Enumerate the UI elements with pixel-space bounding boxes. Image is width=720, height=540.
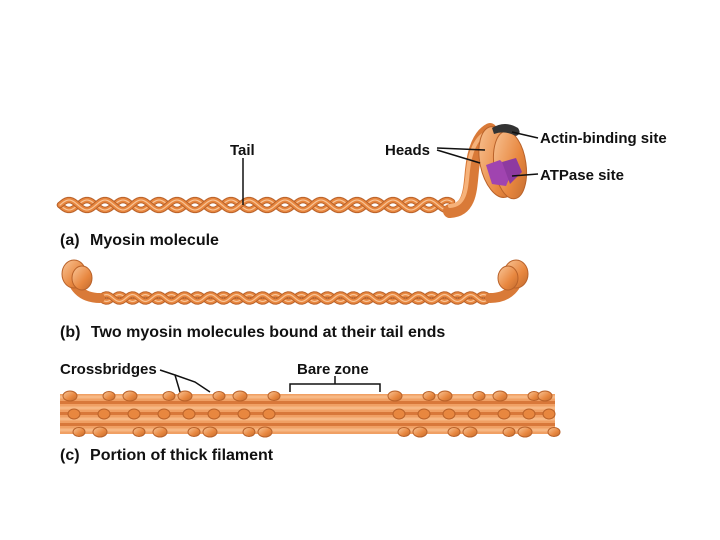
crossbridge-head bbox=[202, 426, 218, 438]
thick-filament bbox=[60, 390, 561, 438]
crossbridge-head bbox=[417, 408, 431, 420]
crossbridges-leader-2 bbox=[174, 374, 211, 393]
crossbridge-head bbox=[472, 391, 486, 401]
tail-pair bbox=[96, 291, 494, 305]
crossbridge-head bbox=[517, 426, 533, 438]
panel-b: (b) Two myosin molecules bound at their … bbox=[60, 259, 529, 341]
crossbridge-head bbox=[102, 391, 116, 401]
crossbridge-head bbox=[392, 408, 406, 420]
crossbridge-head bbox=[212, 391, 226, 401]
crossbridge-head bbox=[237, 408, 251, 420]
caption-a: (a) Myosin molecule bbox=[60, 232, 219, 249]
crossbridge-head bbox=[132, 427, 146, 437]
crossbridge-head bbox=[182, 408, 196, 420]
bare-zone-bracket bbox=[289, 376, 381, 392]
tail-b-strand-highlight bbox=[99, 293, 491, 303]
panel-a: Tail Heads Actin-binding site ATPase sit… bbox=[56, 123, 667, 249]
crossbridge-head bbox=[62, 390, 78, 402]
crossbridge-head bbox=[157, 408, 171, 420]
label-actin-binding-site: Actin-binding site bbox=[540, 130, 667, 147]
caption-b-text: Two myosin molecules bound at their tail… bbox=[91, 324, 446, 341]
crossbridge-head bbox=[542, 408, 556, 420]
crossbridge-head bbox=[412, 426, 428, 438]
crossbridge-head bbox=[467, 408, 481, 420]
crossbridge-head bbox=[497, 408, 511, 420]
label-bare-zone: Bare zone bbox=[297, 361, 369, 378]
myosin-tail bbox=[56, 196, 456, 214]
heads-leader-line-2 bbox=[436, 149, 481, 164]
crossbridge-head bbox=[267, 391, 281, 401]
caption-c-text: Portion of thick filament bbox=[90, 447, 274, 464]
caption-c-letter: (c) bbox=[60, 447, 80, 464]
crossbridge-head bbox=[122, 390, 138, 402]
atpase-leader-line bbox=[511, 173, 539, 177]
crossbridge-head bbox=[437, 390, 453, 402]
panel-c: Crossbridges Bare zone (c) Portion of th… bbox=[60, 361, 561, 464]
crossbridge-head bbox=[187, 427, 201, 437]
crossbridge-head bbox=[387, 390, 403, 402]
crossbridge-head bbox=[97, 408, 111, 420]
actin-binding-site bbox=[492, 124, 520, 136]
actin-leader-line bbox=[511, 131, 539, 139]
crossbridge-head bbox=[257, 426, 273, 438]
label-tail: Tail bbox=[230, 142, 255, 159]
crossbridge-head bbox=[422, 391, 436, 401]
crossbridge-head bbox=[177, 390, 193, 402]
crossbridge-head bbox=[162, 391, 176, 401]
myosin-heads bbox=[478, 124, 528, 200]
label-crossbridges: Crossbridges bbox=[60, 361, 157, 378]
crossbridge-head bbox=[152, 426, 168, 438]
crossbridge-head bbox=[262, 408, 276, 420]
crossbridge-head bbox=[127, 408, 141, 420]
crossbridge-head bbox=[447, 427, 461, 437]
label-atpase-site: ATPase site bbox=[540, 167, 624, 184]
crossbridge-head bbox=[442, 408, 456, 420]
crossbridge-head bbox=[67, 408, 81, 420]
crossbridge-head bbox=[207, 408, 221, 420]
caption-b: (b) Two myosin molecules bound at their … bbox=[60, 324, 445, 341]
crossbridge-head bbox=[397, 427, 411, 437]
tail-a-strand-highlight bbox=[59, 199, 453, 211]
crossbridge-head bbox=[92, 426, 108, 438]
label-heads: Heads bbox=[385, 142, 430, 159]
heads-leader-line-1 bbox=[436, 147, 486, 151]
caption-a-text: Myosin molecule bbox=[90, 232, 219, 249]
caption-c: (c) Portion of thick filament bbox=[60, 447, 274, 464]
crossbridge-head bbox=[232, 390, 248, 402]
caption-a-letter: (a) bbox=[60, 232, 80, 249]
crossbridge-head bbox=[502, 427, 516, 437]
crossbridge-head bbox=[462, 426, 478, 438]
crossbridge-head bbox=[522, 408, 536, 420]
crossbridges-leader-1 bbox=[159, 369, 181, 393]
crossbridge-head bbox=[547, 427, 561, 437]
crossbridge-head bbox=[242, 427, 256, 437]
crossbridge-head bbox=[492, 390, 508, 402]
caption-b-letter: (b) bbox=[60, 324, 80, 341]
myosin-neck-highlight bbox=[448, 131, 488, 208]
crossbridge-head bbox=[537, 390, 553, 402]
crossbridge-head bbox=[72, 427, 86, 437]
